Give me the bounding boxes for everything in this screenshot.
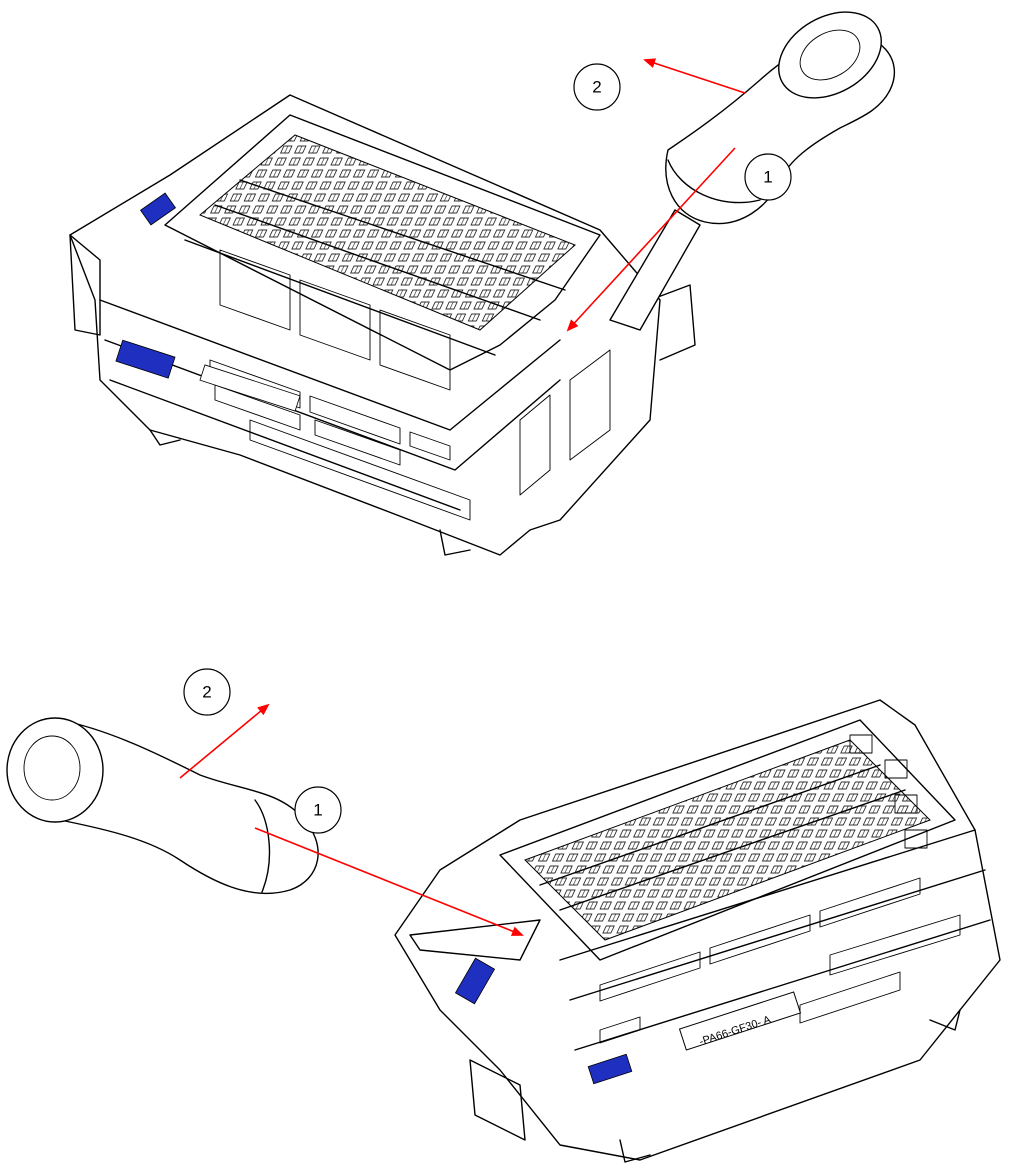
svg-text:1: 1 xyxy=(313,801,322,820)
top-callout-2: 2 xyxy=(573,63,621,111)
bottom-callout-2: 2 xyxy=(183,668,231,716)
bottom-arrow-2 xyxy=(179,703,270,779)
bottom-view: -PA66-GF30- A xyxy=(6,668,1001,1163)
bottom-arrow-1 xyxy=(254,827,524,936)
svg-text:2: 2 xyxy=(592,78,601,97)
bottom-callout-1: 1 xyxy=(294,786,342,834)
top-callout-1: 1 xyxy=(744,153,792,201)
bottom-connector-housing-icon: -PA66-GF30- A xyxy=(394,699,1001,1163)
top-arrow-1 xyxy=(566,147,736,332)
svg-text:1: 1 xyxy=(763,168,772,187)
top-connector-housing xyxy=(69,94,696,556)
top-view: 2 1 xyxy=(69,11,896,556)
svg-text:2: 2 xyxy=(202,683,211,702)
top-arrow-2 xyxy=(643,58,746,94)
top-tool-handle-icon xyxy=(609,11,896,331)
